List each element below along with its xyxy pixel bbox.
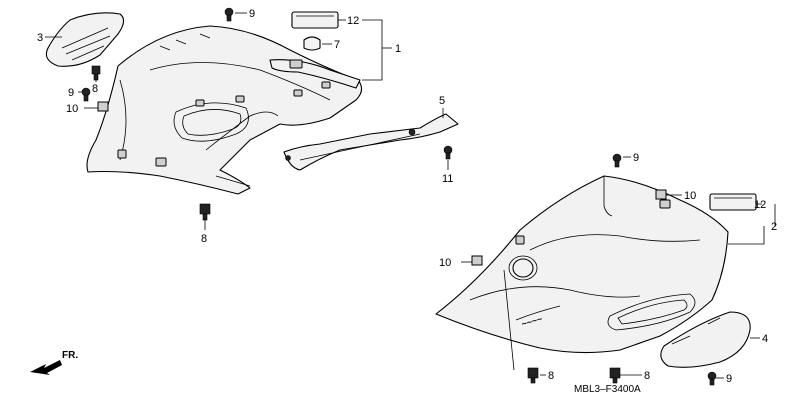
callout-12-upper: 12 [347,15,359,27]
part-1-left-under-cowl[interactable] [86,25,363,195]
part-12-pad-upper[interactable] [291,11,339,29]
callout-8-left: 8 [92,83,98,95]
arrow-icon [30,360,62,375]
callout-8-lower-right: 8 [644,370,650,382]
callout-3: 3 [37,32,43,44]
callout-7: 7 [334,39,340,51]
drawing-code: MBL3–F3400A [574,384,641,395]
leader-lines [45,12,776,379]
callout-8-lower-mid: 8 [548,370,554,382]
callout-labels: 1 2 3 4 5 7 8 8 8 8 9 9 9 9 10 10 10 11 … [37,8,777,385]
callout-1: 1 [395,43,401,55]
screw-9-right[interactable] [612,153,622,168]
bolt-8-bottom-left[interactable] [199,203,211,221]
part-3-cover[interactable] [45,12,125,67]
callout-12-lower: 12 [754,199,766,211]
screw-9-bottom-right[interactable] [707,371,717,386]
nut-10-mid[interactable] [471,255,483,266]
callout-10-left: 10 [66,103,78,115]
callout-4: 4 [762,333,768,345]
nut-10-right[interactable] [655,189,667,200]
bolt-8-lower-mid[interactable] [527,367,539,384]
hardware [81,7,717,386]
screw-9-top[interactable] [224,7,234,22]
callout-9-top: 9 [249,8,255,20]
screw-9-left[interactable] [81,87,91,102]
front-direction-arrow: FR. [30,350,78,375]
bolt-8-lower-right[interactable] [609,367,621,384]
part-5-stay[interactable] [283,113,459,171]
callout-2: 2 [771,221,777,233]
callout-10-mid: 10 [439,257,451,269]
nut-10-left[interactable] [97,101,109,112]
callout-5: 5 [439,95,445,107]
callout-9-right: 9 [633,152,639,164]
part-2-right-under-cowl[interactable]: ~~~~ [435,175,729,354]
bolt-8-left[interactable] [91,65,101,81]
callout-9-left: 9 [68,87,74,99]
callout-11: 11 [442,173,453,185]
part-7-grommet[interactable] [303,36,321,51]
bolt-11[interactable] [443,145,453,160]
part-4-panel[interactable] [660,311,751,368]
part-12-pad-lower[interactable] [709,193,757,211]
callout-9-bottom-right: 9 [726,373,732,385]
direction-label: FR. [62,350,78,361]
callout-8-bottom-left: 8 [201,233,207,245]
callout-10-right: 10 [684,190,696,202]
